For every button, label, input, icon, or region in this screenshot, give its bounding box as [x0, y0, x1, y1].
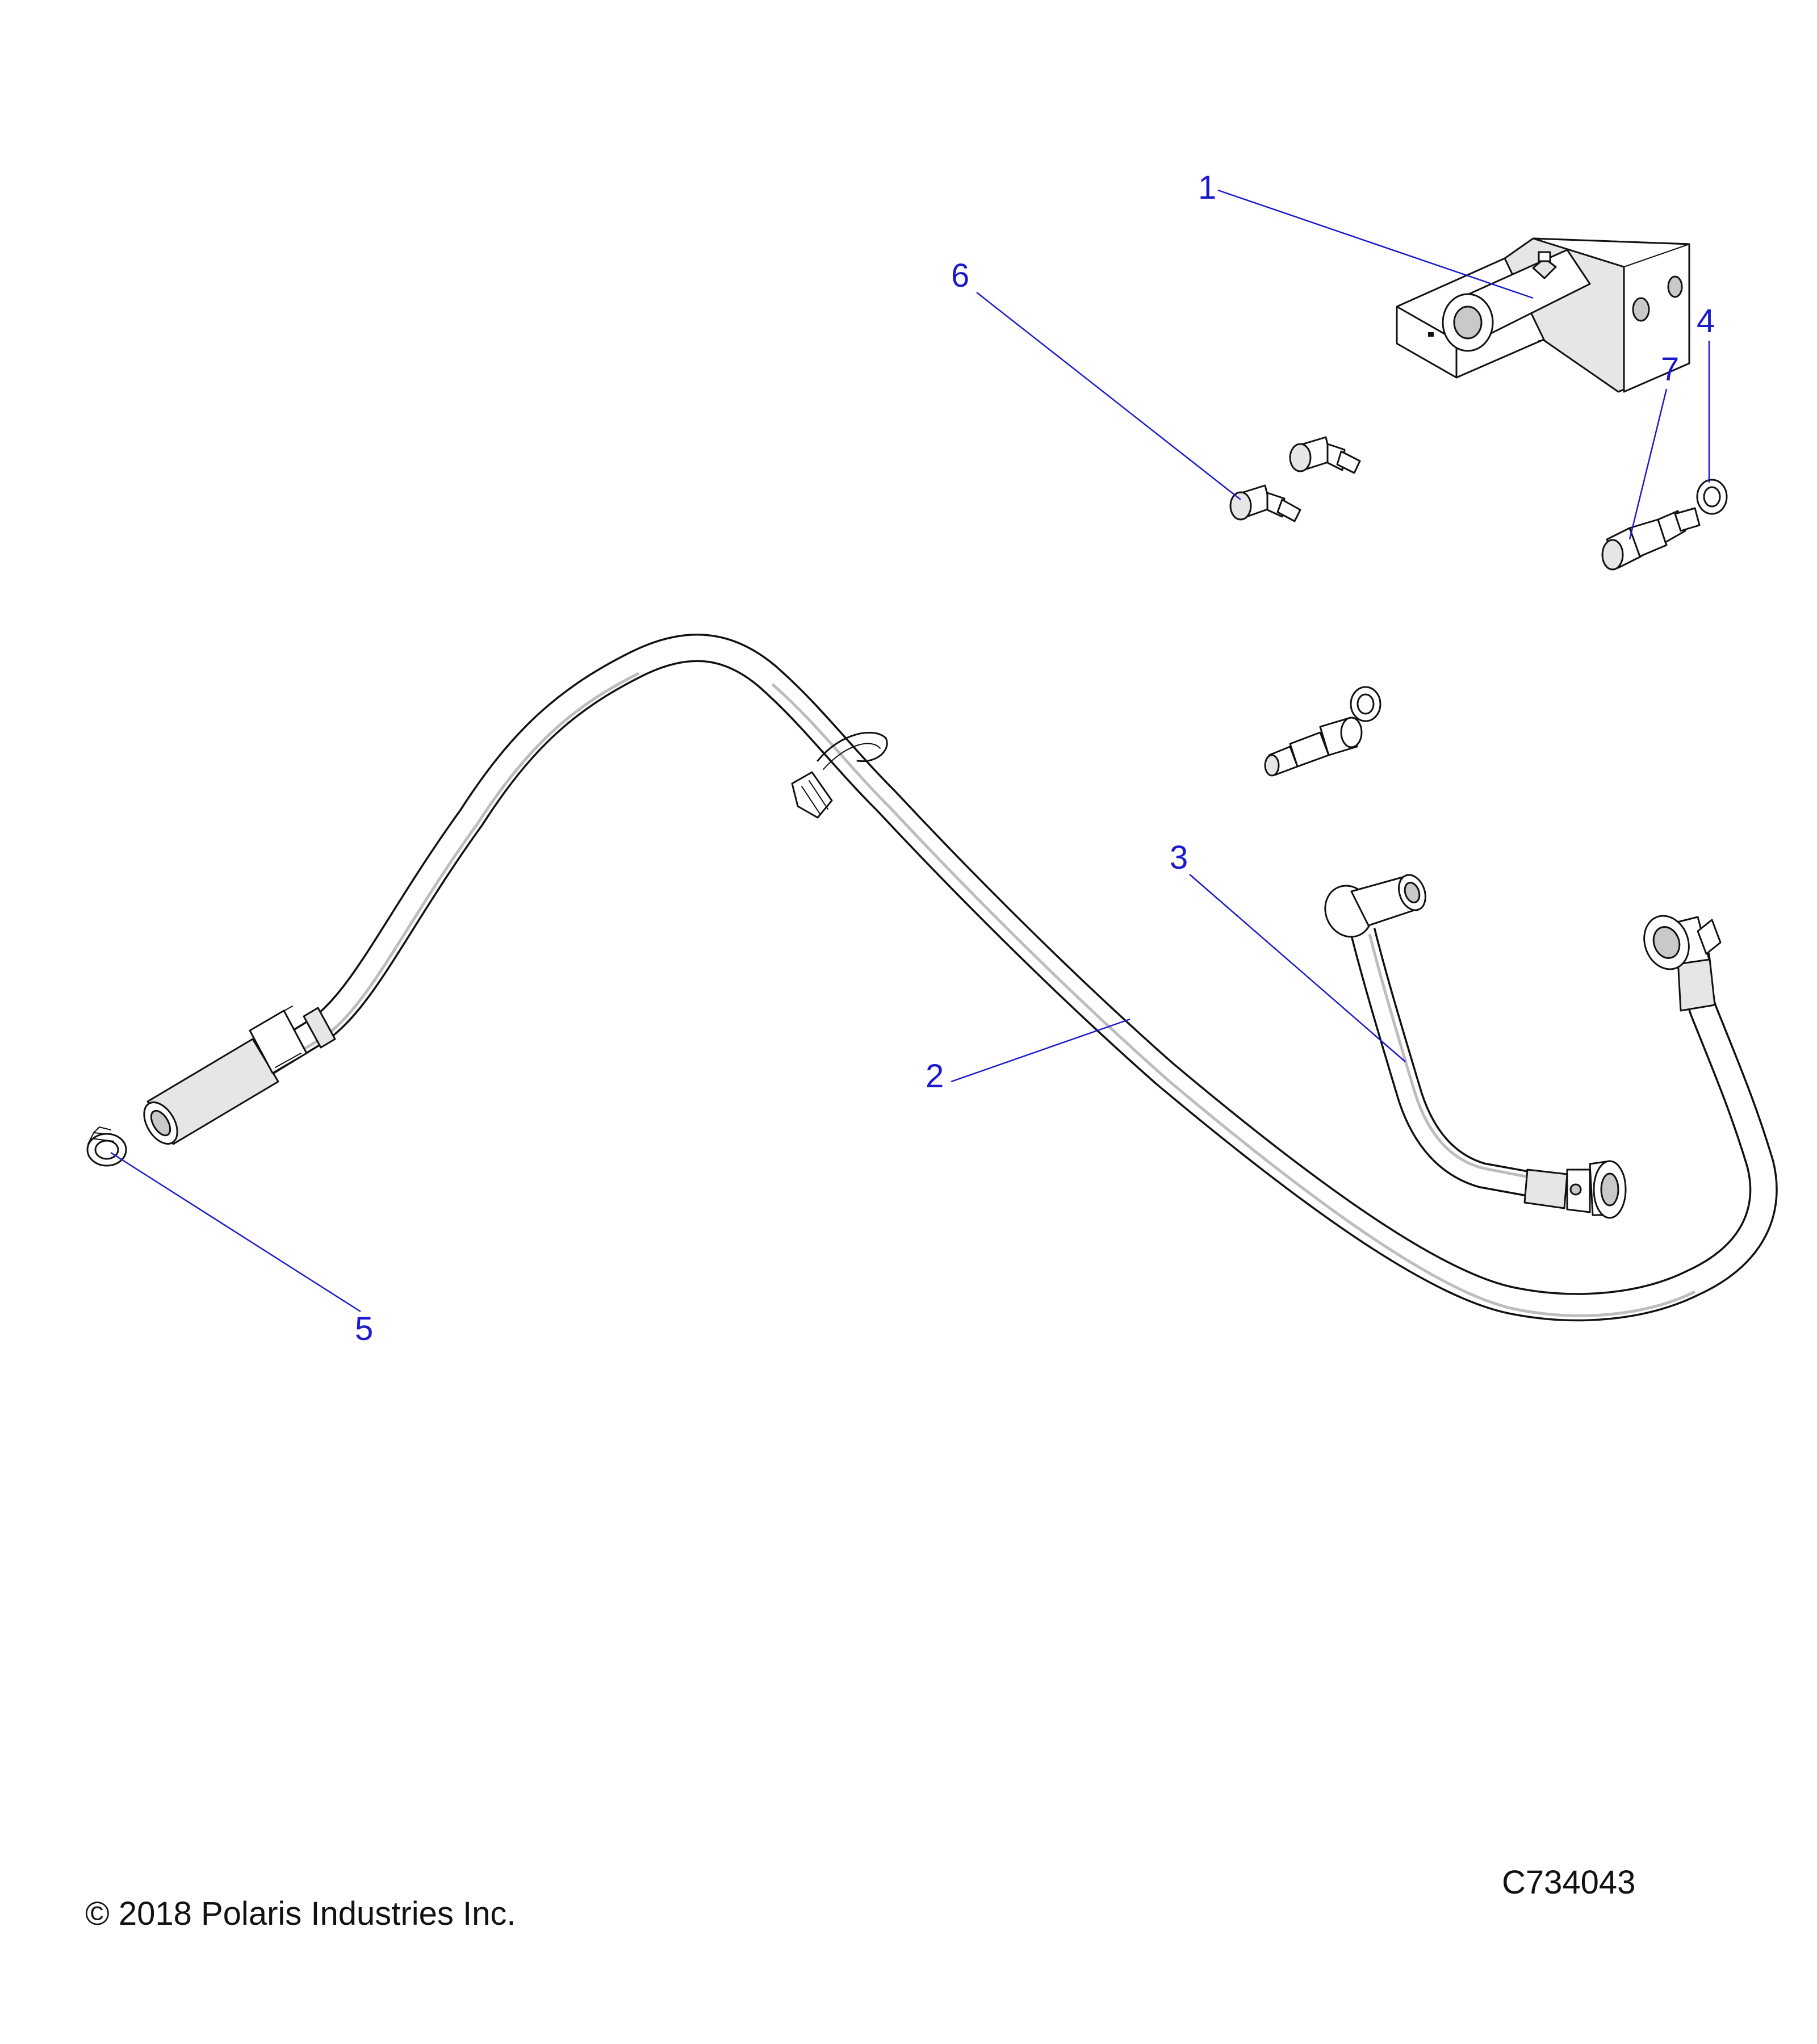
diagram-code: C734043	[1502, 1864, 1635, 1901]
callouts: 1 2 3 4 5 6 7	[355, 169, 1715, 1347]
callout-2[interactable]: 2	[926, 1058, 944, 1095]
leader-7	[1628, 388, 1668, 540]
callout-3[interactable]: 3	[1170, 839, 1188, 876]
washer-upper[interactable]	[1696, 479, 1728, 515]
short-fuel-hose[interactable]	[1317, 871, 1627, 1219]
hose-clamp[interactable]	[86, 1126, 127, 1167]
bolt-lower[interactable]	[1229, 484, 1301, 522]
bolt-upper[interactable]	[1289, 436, 1361, 474]
callout-1[interactable]: 1	[1198, 169, 1216, 206]
leader-2	[951, 1018, 1131, 1083]
leader-6	[976, 292, 1241, 500]
callout-7[interactable]: 7	[1661, 351, 1679, 388]
leader-5	[110, 1151, 361, 1313]
bracket[interactable]	[1396, 237, 1690, 393]
fitting-lower[interactable]	[1264, 717, 1363, 777]
leader-1	[1217, 189, 1534, 299]
fitting-upper[interactable]	[1601, 507, 1701, 571]
callout-4[interactable]: 4	[1697, 303, 1715, 340]
callout-5[interactable]: 5	[355, 1310, 373, 1347]
washer-lower[interactable]	[1350, 686, 1381, 722]
leader-lines	[110, 189, 1710, 1313]
tube-clip	[791, 731, 888, 819]
leader-3	[1189, 874, 1406, 1062]
callout-6[interactable]: 6	[951, 257, 969, 294]
main-fuel-line[interactable]	[137, 634, 1778, 1322]
main-line-elbow-connector	[1643, 915, 1722, 1012]
copyright-text: © 2018 Polaris Industries Inc.	[85, 1895, 516, 1932]
